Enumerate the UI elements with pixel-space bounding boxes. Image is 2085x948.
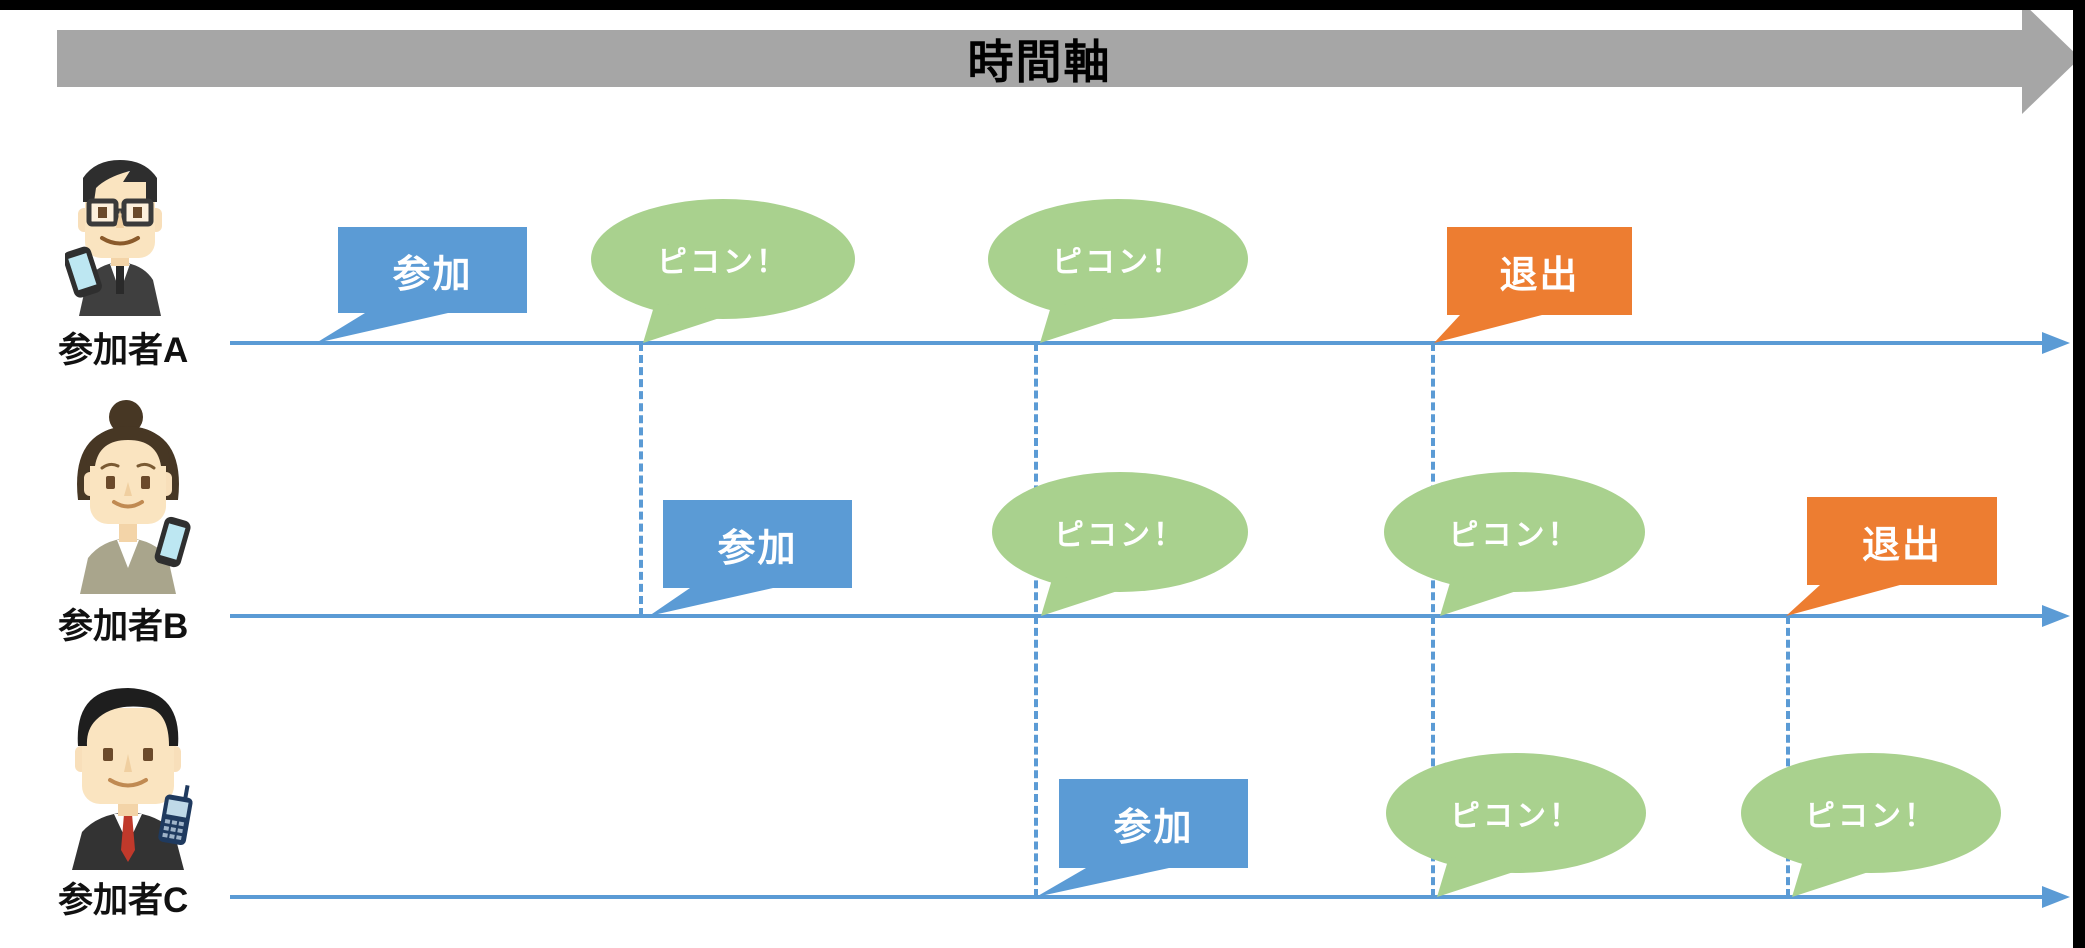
- frame-top-bar: [0, 0, 2085, 10]
- join-callout-c-tail: [1036, 868, 1169, 897]
- participant-c-label: 参加者C: [58, 881, 189, 920]
- time-axis-arrow: 時間軸: [57, 30, 2022, 88]
- notify-bubble-b2: ピコン！: [1384, 472, 1645, 592]
- exit-callout-a-text: 退出: [1499, 254, 1580, 297]
- join-callout-b: 参加: [663, 500, 852, 588]
- exit-callout-b: 退出: [1807, 497, 1997, 585]
- exit-callout-b-tail: [1786, 585, 1900, 616]
- notify-bubble-a1-tail: [643, 303, 738, 343]
- participant-b-avatar: [77, 400, 191, 594]
- sync-line-4: [1786, 616, 1790, 897]
- notify-bubble-b2-tail: [1440, 576, 1535, 616]
- hair: [83, 160, 157, 202]
- exit-callout-a-tail: [1434, 315, 1542, 343]
- timeline-b: [230, 614, 2044, 618]
- notify-bubble-a2-tail: [1040, 303, 1135, 343]
- frame-right-bar: [2073, 0, 2085, 948]
- join-callout-a-tail: [316, 313, 448, 343]
- smartphone-icon: [65, 246, 102, 298]
- exit-callout-a: 退出: [1447, 227, 1632, 315]
- join-callout-c: 参加: [1059, 779, 1248, 868]
- notify-bubble-c1-text: ピコン！: [1450, 800, 1582, 833]
- participant-a-label: 参加者A: [58, 331, 189, 370]
- join-callout-b-text: 参加: [717, 527, 798, 570]
- notify-bubble-a1: ピコン！: [591, 199, 855, 319]
- notify-bubble-a2-text: ピコン！: [1052, 246, 1184, 279]
- time-axis-arrowhead: [2022, 2, 2080, 114]
- red-tie: [121, 814, 135, 862]
- sync-line-3: [1431, 343, 1435, 897]
- notify-bubble-c2-text: ピコン！: [1805, 800, 1937, 833]
- mobile-phone-icon: [158, 785, 193, 846]
- timeline-a-arrowhead: [2042, 332, 2070, 354]
- sync-line-1: [639, 343, 643, 616]
- timeline-c: [230, 895, 2044, 899]
- participant-b-label: 参加者B: [58, 607, 189, 646]
- join-callout-c-text: 参加: [1113, 807, 1194, 849]
- join-callout-a-text: 参加: [392, 253, 473, 296]
- notify-bubble-b1-text: ピコン！: [1054, 519, 1186, 552]
- timeline-c-arrowhead: [2042, 886, 2070, 908]
- notify-bubble-b2-text: ピコン！: [1448, 519, 1581, 552]
- notify-bubble-b1: ピコン！: [992, 472, 1248, 592]
- notify-bubble-c2-tail: [1792, 857, 1887, 897]
- timeline-a: [230, 341, 2044, 345]
- notify-bubble-a2: ピコン！: [988, 199, 1248, 319]
- notify-bubble-c2: ピコン！: [1741, 753, 2001, 873]
- notify-bubble-c1: ピコン！: [1386, 753, 1646, 873]
- notify-bubble-c1-tail: [1437, 857, 1532, 897]
- participant-c-avatar: [72, 688, 193, 870]
- participant-a-avatar: [65, 160, 162, 316]
- join-callout-b-tail: [649, 588, 773, 616]
- smartphone-icon: [154, 516, 191, 568]
- notify-bubble-a1-text: ピコン！: [657, 246, 789, 279]
- notify-bubble-b1-tail: [1041, 576, 1136, 616]
- timeline-b-arrowhead: [2042, 605, 2070, 627]
- join-callout-a: 参加: [338, 227, 527, 313]
- sync-line-2: [1034, 343, 1038, 897]
- time-axis-title: 時間軸: [967, 35, 1112, 88]
- exit-callout-b-text: 退出: [1861, 524, 1942, 567]
- hair: [77, 688, 179, 746]
